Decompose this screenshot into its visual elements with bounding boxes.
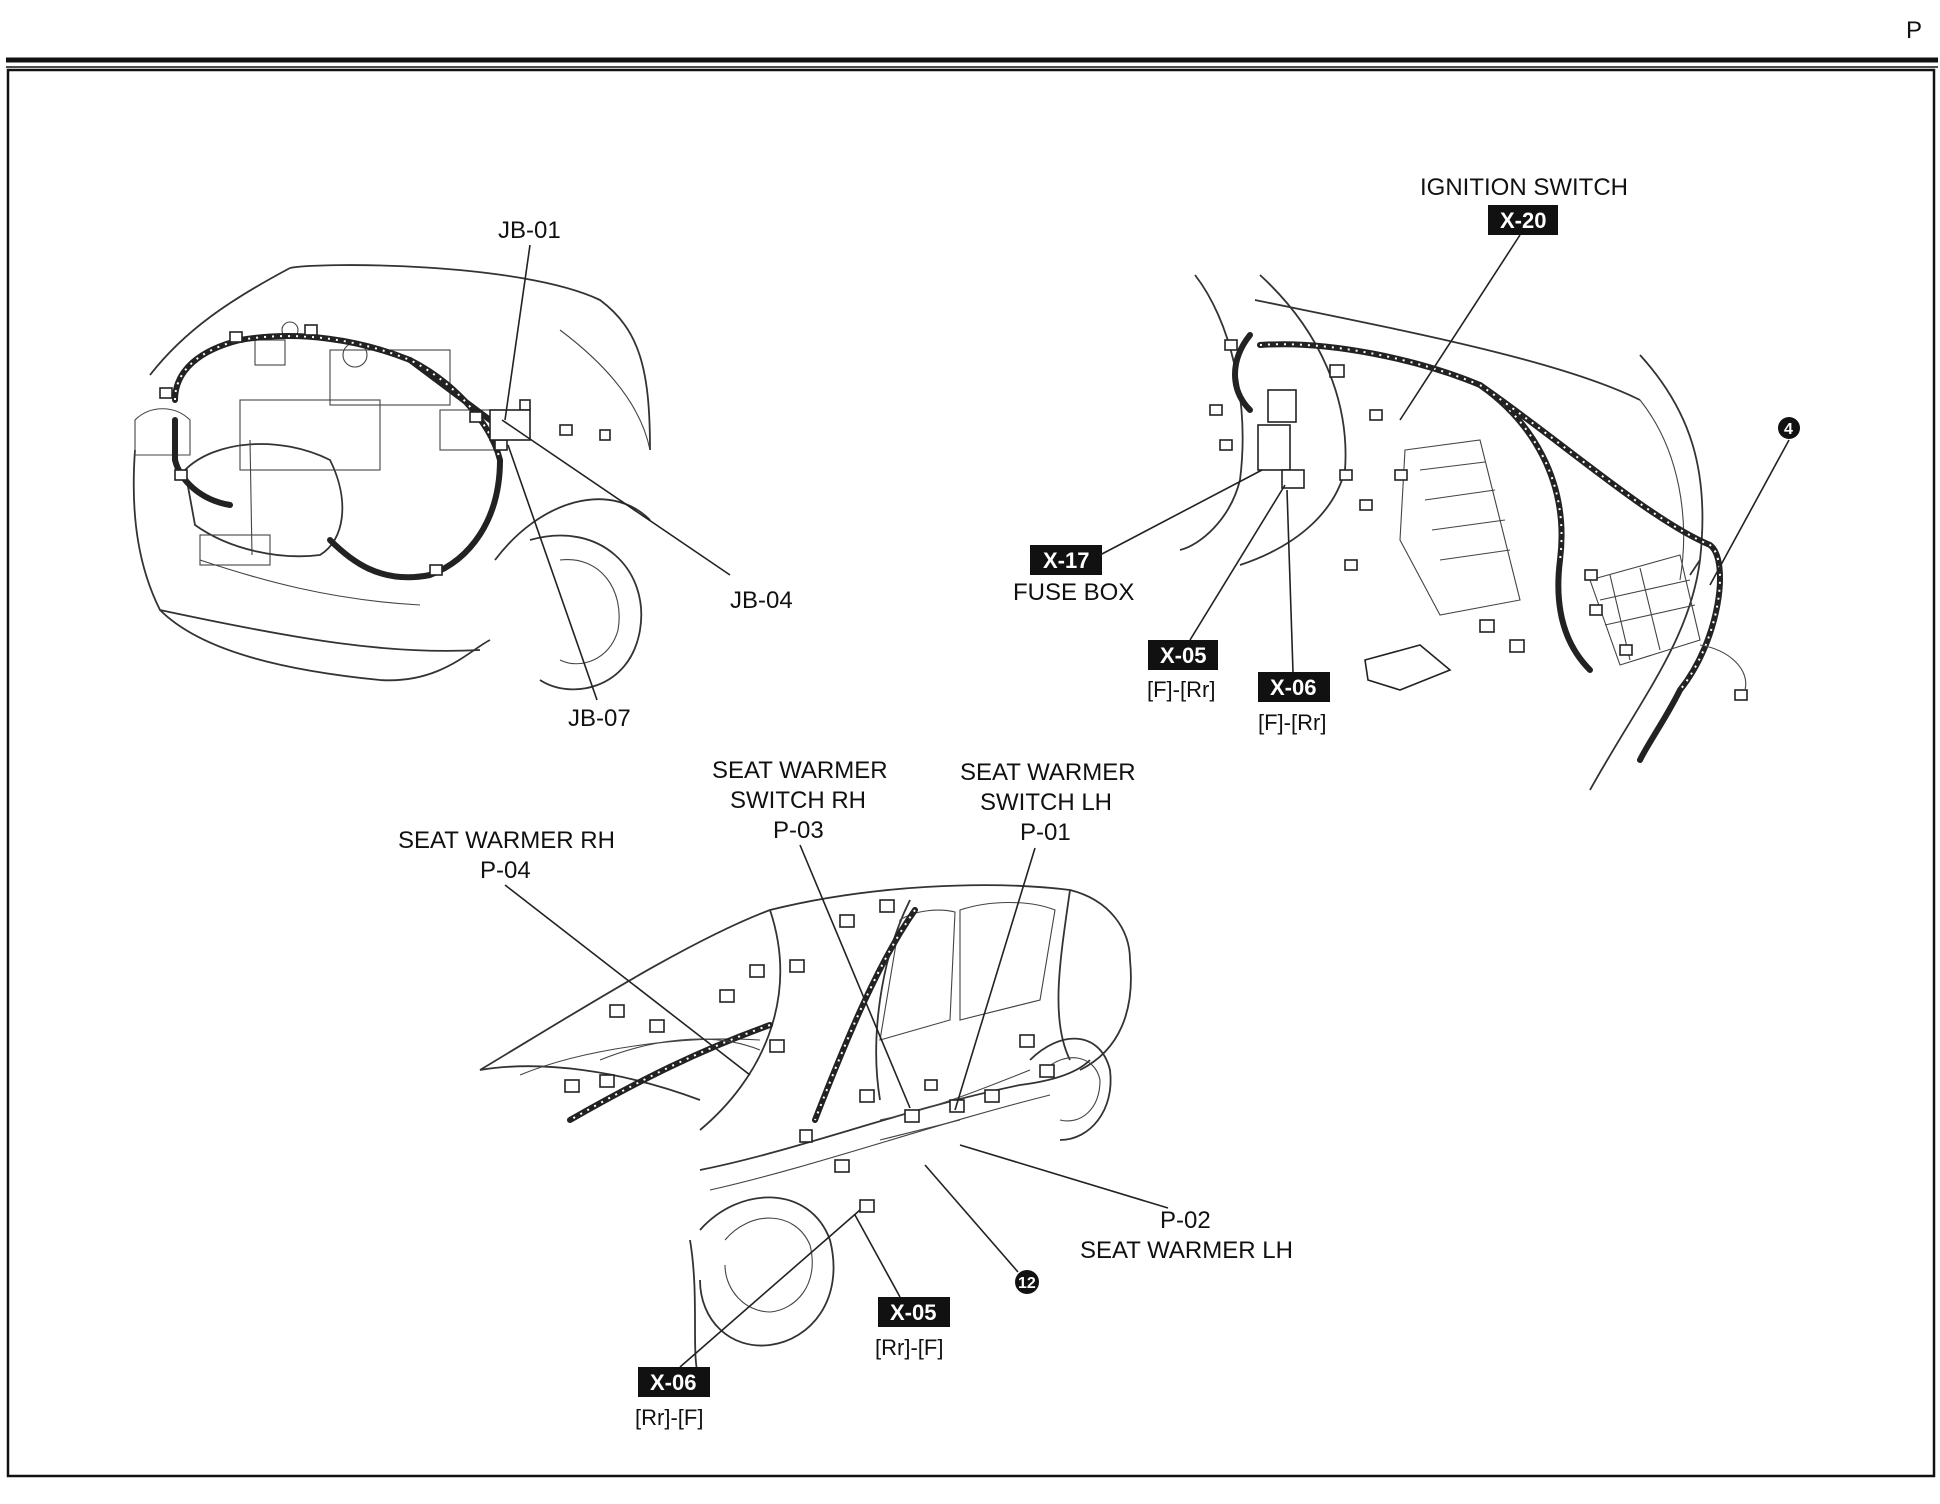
interior-dash-illustration	[1179, 274, 1748, 791]
label-p-01: P-01	[1020, 819, 1071, 846]
engine-bay-illustration	[132, 264, 651, 691]
label-p-04: P-04	[480, 857, 531, 884]
label-fuse-box: FUSE BOX	[1013, 579, 1134, 606]
label-x-06-top: X-06	[1270, 675, 1316, 700]
interior-callouts: IGNITION SWITCH X-20 X-17 FUSE BOX X-05 …	[1013, 174, 1800, 735]
section-letter: P	[1906, 17, 1922, 44]
diagram-frame	[6, 68, 1936, 1478]
label-x-17: X-17	[1043, 548, 1089, 573]
label-x-05-top-sub: [F]-[Rr]	[1147, 677, 1215, 702]
label-x-05-top: X-05	[1160, 643, 1206, 668]
label-p-02: P-02	[1160, 1207, 1211, 1234]
label-seat-warmer-switch-rh-2: SWITCH RH	[730, 787, 866, 814]
marker-12-icon	[1015, 1270, 1039, 1294]
marker-4-label: 4	[1784, 421, 1793, 438]
label-jb-04: JB-04	[730, 587, 793, 614]
label-p-03: P-03	[773, 817, 824, 844]
label-seat-warmer-switch-rh-1: SEAT WARMER	[712, 757, 888, 784]
label-x-05-bottom-sub: [Rr]-[F]	[875, 1335, 943, 1360]
label-x-20: X-20	[1500, 208, 1546, 233]
label-x-06-bottom: X-06	[650, 1370, 696, 1395]
label-seat-warmer-lh: SEAT WARMER LH	[1080, 1237, 1293, 1264]
vehicle-side-illustration	[479, 884, 1132, 1381]
label-x-06-top-sub: [F]-[Rr]	[1258, 710, 1326, 735]
engine-bay-callouts: JB-01 JB-04 JB-07	[498, 217, 793, 732]
marker-4-icon	[1778, 417, 1800, 439]
label-ignition-switch: IGNITION SWITCH	[1420, 174, 1628, 201]
label-x-05-bottom: X-05	[890, 1300, 936, 1325]
page-header: P	[6, 17, 1938, 68]
label-seat-warmer-switch-lh-2: SWITCH LH	[980, 789, 1112, 816]
marker-12-label: 12	[1018, 1275, 1036, 1292]
label-seat-warmer-rh: SEAT WARMER RH	[398, 827, 615, 854]
label-jb-07: JB-07	[568, 705, 631, 732]
vehicle-callouts: SEAT WARMER SWITCH RH P-03 SEAT WARMER S…	[398, 757, 1293, 1430]
label-seat-warmer-switch-lh-1: SEAT WARMER	[960, 759, 1136, 786]
label-jb-01: JB-01	[498, 217, 561, 244]
label-x-06-bottom-sub: [Rr]-[F]	[635, 1405, 703, 1430]
